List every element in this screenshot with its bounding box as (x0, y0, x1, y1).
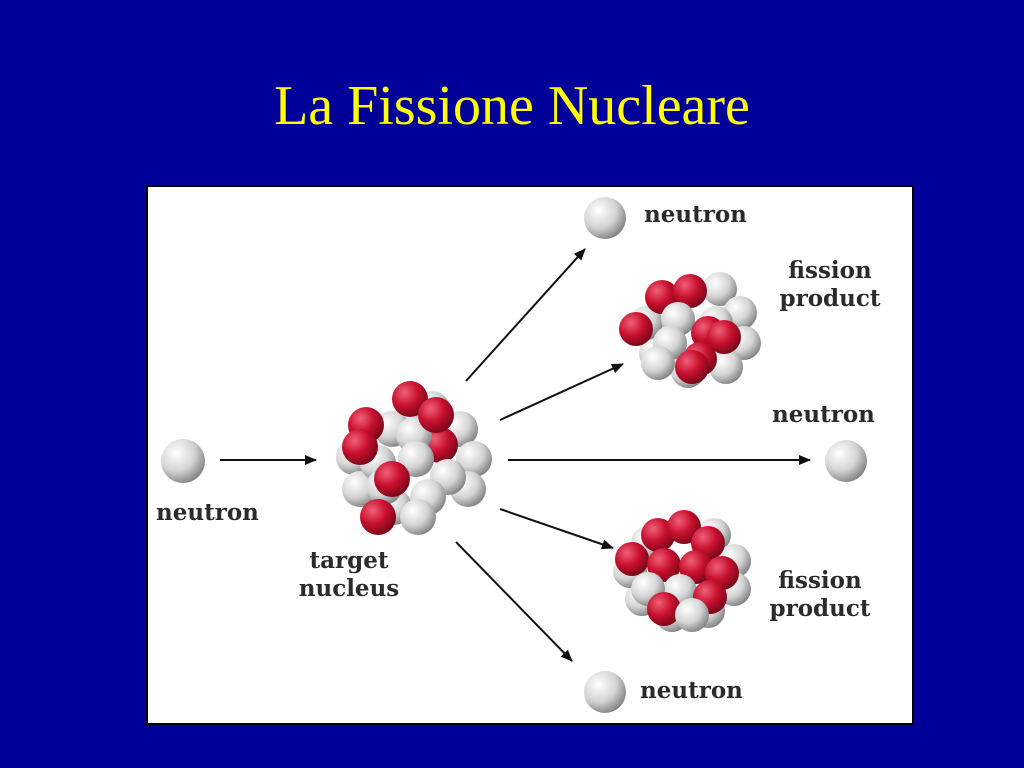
label-fission-product-bottom-line2: product (769, 595, 871, 622)
label-fission-product-bottom: fission product (752, 567, 888, 623)
arrow-to-neutron-top (465, 248, 586, 382)
label-neutron-bottom: neutron (640, 677, 743, 704)
label-fission-product-bottom-line1: fission (778, 567, 862, 594)
label-target-nucleus-line2: nucleus (298, 575, 400, 602)
arrow-to-fission-product-bottom (499, 508, 614, 550)
label-incoming-neutron: neutron (156, 499, 259, 526)
arrows (220, 248, 811, 662)
neutron-middle-particle (825, 440, 867, 482)
arrow-to-neutron-bottom (455, 541, 573, 662)
label-fission-product-top: fission product (762, 257, 898, 313)
diagram-canvas (161, 197, 867, 713)
label-fission-product-top-line1: fission (788, 257, 872, 284)
neutron-top-particle (584, 197, 626, 239)
fission-diagram: neutron target nucleus neutron fission p… (146, 185, 914, 725)
label-target-nucleus: target nucleus (284, 547, 414, 603)
label-target-nucleus-line1: target (309, 547, 389, 574)
neutron-incoming-particle (161, 439, 205, 483)
label-fission-product-top-line2: product (779, 285, 881, 312)
label-neutron-top: neutron (644, 201, 747, 228)
fission-product-bottom (613, 510, 751, 632)
target-nucleus (336, 381, 492, 535)
fission-product-top (619, 272, 761, 388)
slide-title: La Fissione Nucleare (274, 75, 750, 137)
arrow-to-fission-product-top (499, 363, 624, 421)
neutron-bottom-particle (584, 671, 626, 713)
label-neutron-middle: neutron (772, 401, 875, 428)
